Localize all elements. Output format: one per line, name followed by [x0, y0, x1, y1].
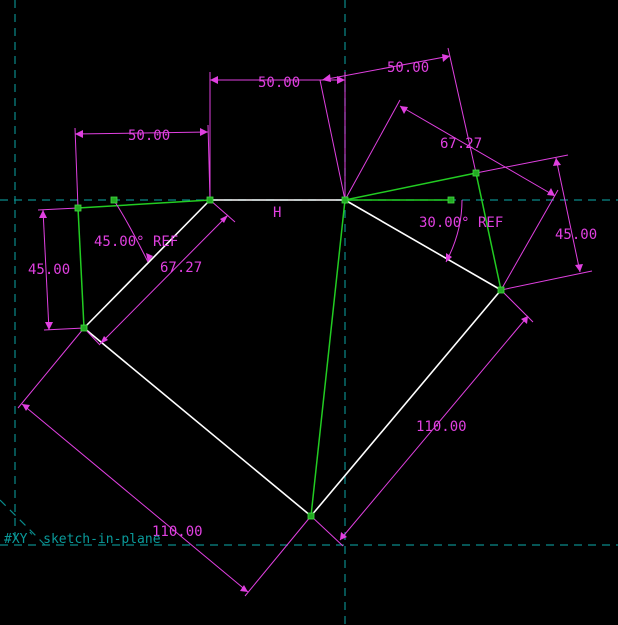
construction-line-left-top[interactable]: [77, 199, 211, 209]
plane-corner-mark: [0, 499, 46, 546]
dim-50-right-line: [321, 55, 451, 81]
arrow: [337, 76, 345, 84]
workplane-label: #XY` sketch-in-plane: [4, 532, 161, 547]
arrow: [22, 404, 30, 411]
dim-50-right-label[interactable]: 50.00: [387, 60, 429, 76]
construction-line-left-side[interactable]: [77, 207, 85, 329]
dim-45-left-ext1: [37, 207, 79, 211]
dim-50-left-label[interactable]: 50.00: [128, 128, 170, 144]
arrow: [521, 316, 528, 324]
dim-45-left-line: [42, 209, 50, 331]
dim-110-left-line: [21, 403, 249, 593]
dim-110-left-label[interactable]: 110.00: [152, 524, 203, 540]
dim-45-right-line: [555, 157, 581, 273]
point-right-ref[interactable]: [447, 196, 455, 204]
dimension-labels: 50.00 50.00 50.00 67.27 45.00 45.00 67.2…: [28, 60, 597, 540]
dim-67-right-line: [399, 105, 556, 197]
angle-arc-left: [114, 201, 149, 263]
arrow: [340, 532, 347, 540]
point-left-corner[interactable]: [80, 324, 88, 332]
dim-110-right-label[interactable]: 110.00: [416, 419, 467, 435]
angle-arc-right: [445, 199, 463, 263]
arrow: [400, 106, 408, 114]
dim-50-left-line: [74, 131, 209, 135]
arrow: [553, 158, 561, 166]
dim-45-right-ext2: [500, 270, 593, 291]
arrow: [100, 336, 108, 344]
dim-110-left-ext1: [17, 327, 85, 409]
dim-50-mid-label[interactable]: 50.00: [258, 75, 300, 91]
arrow: [240, 585, 248, 592]
dim-67-right-label[interactable]: 67.27: [440, 136, 482, 152]
point-bottom[interactable]: [307, 512, 315, 520]
construction-line-right-side[interactable]: [475, 172, 502, 291]
arrow: [322, 74, 331, 82]
dim-45-right-ext1: [475, 154, 569, 174]
point-right-top[interactable]: [472, 169, 480, 177]
sketch-segments: [83, 199, 502, 517]
dim-67-left-line: [99, 214, 229, 345]
dim-50-right-ext1: [319, 79, 346, 201]
dim-110-right-ext2: [310, 515, 344, 547]
dim-110-right-line: [339, 315, 529, 541]
arrow: [39, 210, 47, 218]
point-origin[interactable]: [341, 196, 349, 204]
dim-67-left-label[interactable]: 67.27: [160, 260, 202, 276]
arrow: [220, 215, 228, 223]
segment-left-lower[interactable]: [83, 327, 312, 517]
construction-lines: [77, 172, 502, 517]
arrow: [146, 253, 153, 262]
arrow: [210, 76, 218, 84]
angle-right-label[interactable]: 30.00° REF: [419, 215, 503, 231]
horizontal-constraint-label[interactable]: H: [273, 205, 281, 221]
dimension-lines: [17, 47, 593, 597]
arrow: [575, 264, 583, 272]
arrow: [446, 253, 452, 262]
arrow: [547, 188, 555, 196]
dim-50-right-ext2: [447, 47, 477, 174]
segment-right-lower[interactable]: [310, 289, 502, 517]
dim-45-left-label[interactable]: 45.00: [28, 262, 70, 278]
point-left-mid-constraint[interactable]: [110, 196, 118, 204]
arrow: [45, 322, 53, 330]
point-left-top[interactable]: [74, 204, 82, 212]
dim-67-right-ext1: [344, 99, 401, 201]
arrow: [200, 128, 208, 136]
dim-45-right-label[interactable]: 45.00: [555, 227, 597, 243]
dimension-arrows: [22, 54, 583, 592]
dim-67-left-ext1: [209, 199, 236, 223]
dim-110-right-ext1: [500, 289, 534, 323]
construction-line-right-top[interactable]: [344, 172, 477, 201]
point-top-left[interactable]: [206, 196, 214, 204]
segment-right-upper[interactable]: [344, 199, 502, 291]
arrow: [442, 54, 450, 62]
segment-left-upper[interactable]: [83, 199, 211, 329]
angle-left-label[interactable]: 45.00° REF: [94, 234, 178, 250]
sketch-points: [74, 169, 505, 520]
dim-45-left-ext2: [43, 327, 85, 331]
dim-50-left-ext1: [74, 127, 79, 209]
point-right-corner[interactable]: [497, 286, 505, 294]
dim-67-right-ext2: [500, 189, 559, 291]
arrow: [75, 130, 83, 138]
construction-line-center[interactable]: [310, 199, 346, 517]
dim-110-left-ext2: [244, 515, 312, 597]
